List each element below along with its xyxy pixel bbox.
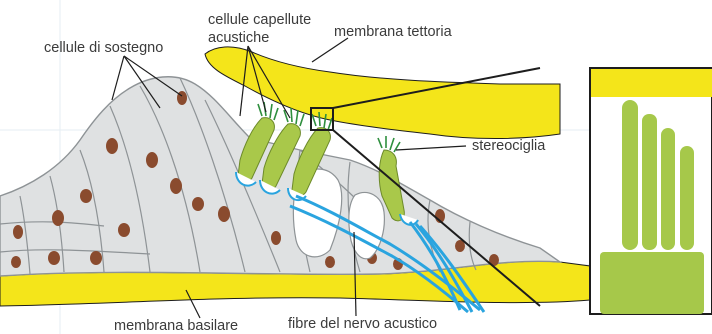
label-nerve-fibers: fibre del nervo acustico <box>288 316 437 332</box>
label-supporting-cells: cellule di sostegno <box>44 40 163 56</box>
label-hair-cells-line2: acustiche <box>208 30 269 46</box>
label-hair-cells-line1: cellule capellute <box>208 12 311 28</box>
stereocilia-inset <box>590 68 712 314</box>
label-tectorial-membrane: membrana tettoria <box>334 24 453 40</box>
label-basilar-membrane: membrana basilare <box>114 318 238 334</box>
label-stereocilia: stereociglia <box>472 138 546 154</box>
